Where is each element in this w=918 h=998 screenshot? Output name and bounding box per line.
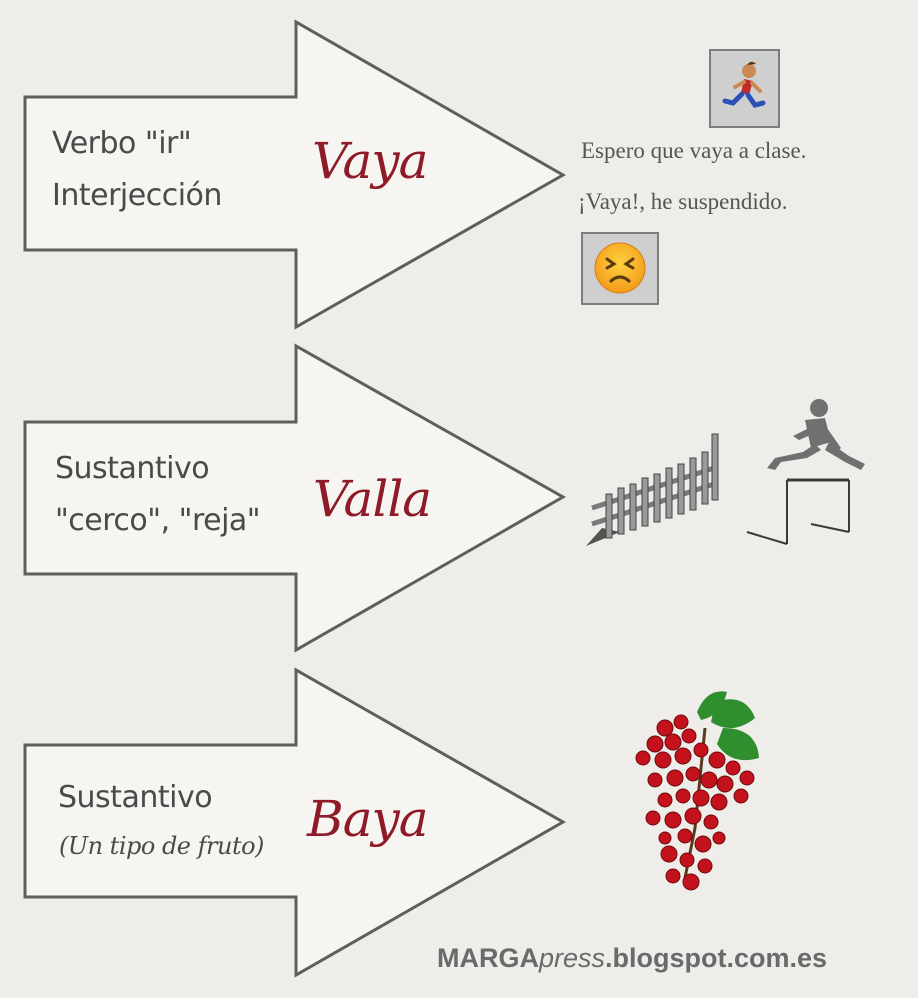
baya-label-line-1: Sustantivo	[58, 780, 213, 815]
word-vaya: Vaya	[312, 132, 428, 190]
berries-icon	[635, 691, 759, 891]
vaya-label-line-2: Interjección	[52, 178, 222, 213]
baya-label-line-2: (Un tipo de fruto)	[59, 832, 264, 860]
credit-brand-italic: press	[539, 943, 606, 973]
word-baya: Baya	[307, 790, 429, 848]
vaya-label-line-1: Verbo "ir"	[52, 126, 192, 161]
arrow-baya	[23, 667, 567, 978]
arrow-valla	[23, 343, 567, 653]
word-valla: Valla	[313, 470, 432, 528]
running-person-icon	[709, 49, 780, 128]
blog-credit: MARGApress.blogspot.com.es	[437, 943, 827, 974]
fence-icon	[586, 433, 719, 546]
sentence-2: ¡Vaya!, he suspendido.	[578, 189, 788, 214]
arrow-vaya	[23, 19, 567, 330]
upset-face-icon	[581, 232, 659, 305]
credit-brand: MARGA	[437, 943, 539, 973]
credit-domain: .blogspot.com.es	[605, 943, 828, 973]
valla-label-line-1: Sustantivo	[55, 451, 210, 486]
valla-label-line-2: "cerco", "reja"	[55, 503, 261, 538]
hurdle-jumper-icon	[746, 399, 865, 545]
sentence-1: Espero que vaya a clase.	[581, 138, 807, 163]
